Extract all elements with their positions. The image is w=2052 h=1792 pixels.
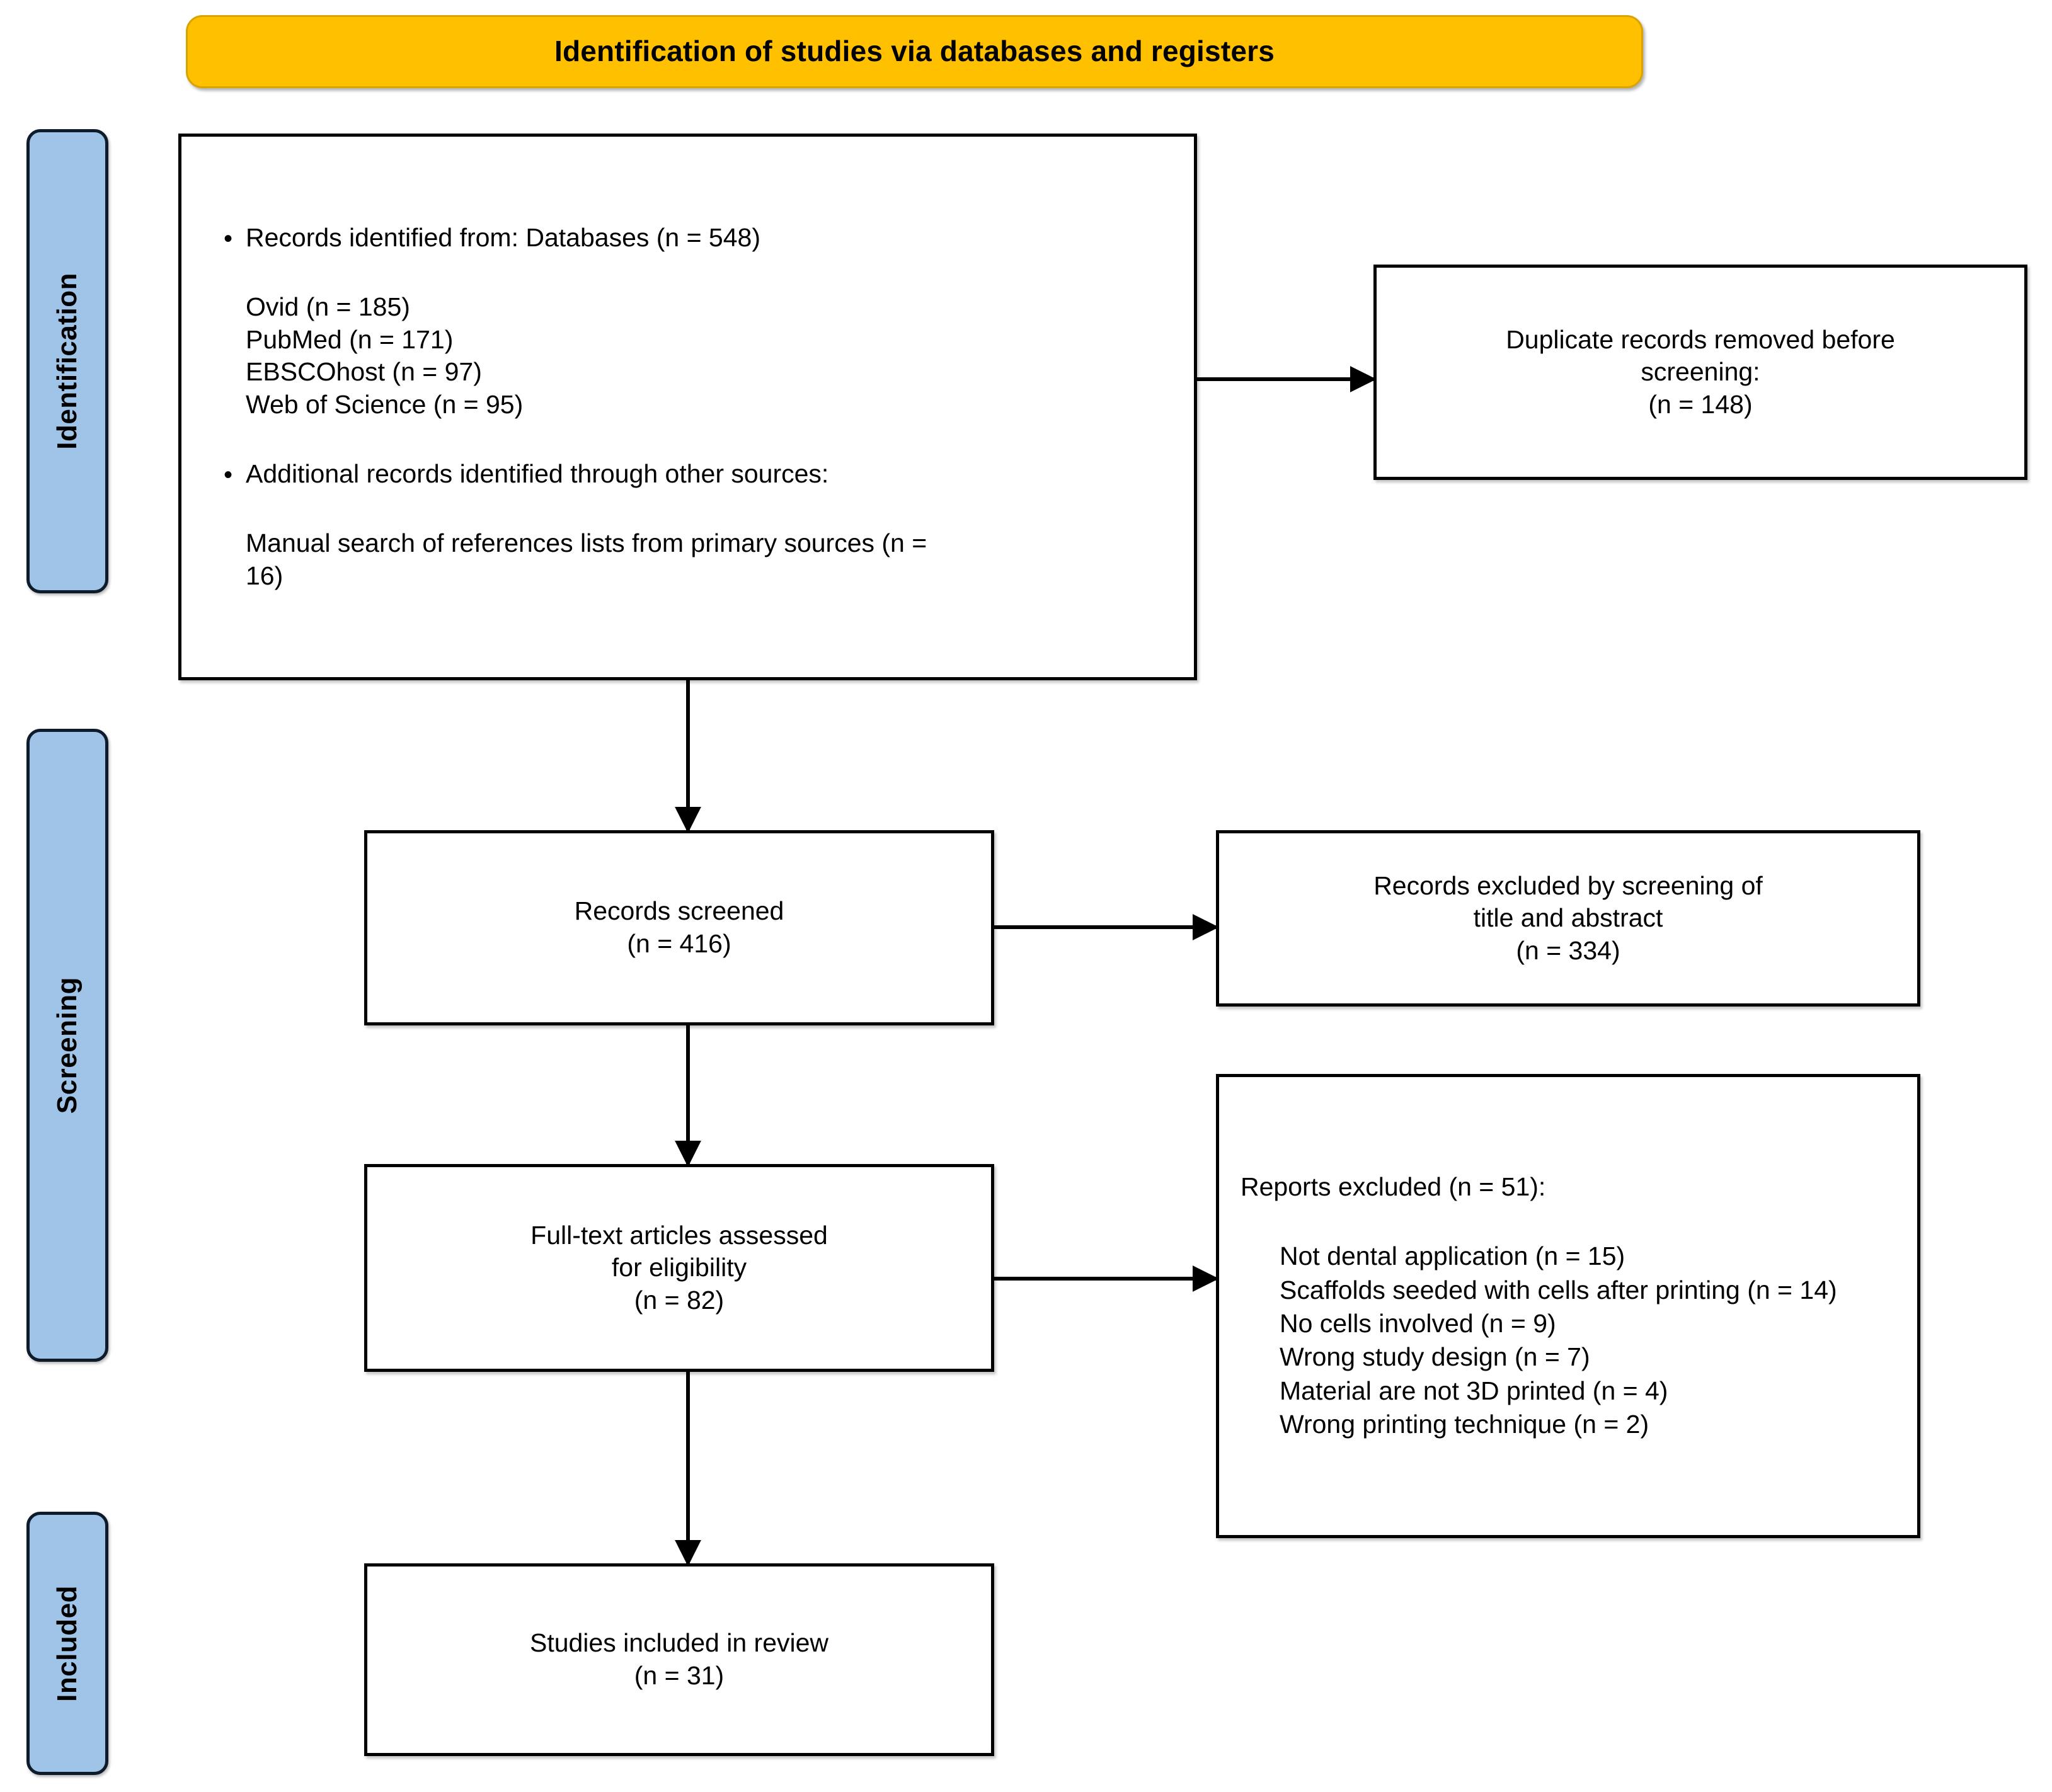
list-item: • Records identified from: Databases (n … (210, 222, 1165, 254)
list-item: Wrong printing technique (n = 2) (1280, 1409, 1649, 1439)
list-item: Wrong study design (n = 7) (1280, 1342, 1590, 1372)
spacer (210, 254, 1165, 291)
fulltext-count: (n = 82) (634, 1285, 725, 1315)
list-item: Ovid (n = 185) (210, 291, 1165, 324)
duplicates-line-1: Duplicate records removed before (1506, 324, 1895, 354)
box-records-excluded: Records excluded by screening of title a… (1216, 830, 1920, 1007)
list-item: • Additional records identified through … (210, 458, 1165, 491)
database-pubmed: PubMed (n = 171) (246, 324, 454, 354)
list-item: Not dental application (n = 15) (1280, 1241, 1625, 1271)
duplicates-line-2: screening: (1641, 357, 1760, 387)
spacer (210, 491, 1165, 527)
records-excluded-line-1: Records excluded by screening of (1373, 870, 1763, 900)
database-ovid: Ovid (n = 185) (246, 292, 410, 322)
records-identified-label: Records identified from: Databases (n = … (246, 222, 760, 252)
spacer (210, 421, 1165, 458)
box-fulltext-assessed: Full-text articles assessed for eligibil… (364, 1164, 994, 1372)
list-item: No cells involved (n = 9) (1280, 1309, 1556, 1338)
banner-identification-header: Identification of studies via databases … (186, 15, 1643, 88)
stage-label-identification: Identification (26, 129, 108, 593)
list-item: PubMed (n = 171) (210, 324, 1165, 357)
list-item: Manual search of references lists from p… (210, 527, 1165, 592)
additional-records-label: Additional records identified through ot… (246, 459, 829, 488)
list-item: EBSCOhost (n = 97) (210, 356, 1165, 389)
reports-excluded-heading: Reports excluded (n = 51): (1241, 1172, 1546, 1201)
stage-label-screening-text: Screening (52, 976, 83, 1114)
identification-source-list: • Records identified from: Databases (n … (210, 222, 1165, 593)
list-item: Scaffolds seeded with cells after printi… (1280, 1275, 1837, 1304)
box-duplicates-removed: Duplicate records removed before screeni… (1373, 265, 2027, 480)
box-reports-excluded: Reports excluded (n = 51): Not dental ap… (1216, 1074, 1920, 1538)
records-screened-label: Records screened (574, 896, 784, 926)
studies-included-label: Studies included in review (529, 1628, 829, 1658)
banner-title: Identification of studies via databases … (554, 35, 1275, 68)
list-item: Material are not 3D printed (n = 4) (1280, 1376, 1668, 1405)
stage-label-identification-text: Identification (52, 273, 83, 450)
box-studies-included: Studies included in review (n = 31) (364, 1563, 994, 1756)
records-excluded-line-2: title and abstract (1473, 903, 1663, 933)
database-ebscohost: EBSCOhost (n = 97) (246, 357, 482, 387)
box-records-screened: Records screened (n = 416) (364, 830, 994, 1025)
studies-included-count: (n = 31) (634, 1661, 725, 1690)
stage-label-screening: Screening (26, 729, 108, 1362)
duplicates-count: (n = 148) (1648, 389, 1753, 419)
records-excluded-count: (n = 334) (1516, 935, 1620, 965)
exclusion-reason-list: Not dental application (n = 15) Scaffold… (1241, 1240, 1837, 1441)
database-web-of-science: Web of Science (n = 95) (246, 390, 524, 419)
bullet-icon: • (223, 460, 232, 489)
stage-label-included: Included (26, 1512, 108, 1775)
records-screened-count: (n = 416) (627, 929, 731, 958)
fulltext-line-1: Full-text articles assessed (530, 1220, 828, 1250)
manual-search-label: Manual search of references lists from p… (246, 528, 927, 590)
bullet-icon: • (223, 224, 232, 253)
box-records-identified: • Records identified from: Databases (n … (178, 134, 1197, 680)
fulltext-line-2: for eligibility (611, 1253, 747, 1282)
list-item: Web of Science (n = 95) (210, 389, 1165, 421)
stage-label-included-text: Included (52, 1585, 83, 1702)
